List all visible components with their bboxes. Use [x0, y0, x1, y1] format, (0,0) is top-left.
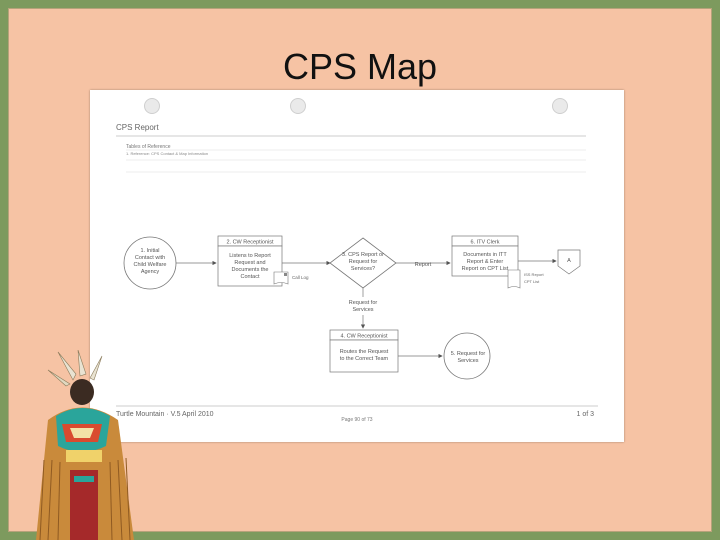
node2-line: Contact — [241, 274, 260, 280]
node5-line: 5. Request for — [451, 351, 486, 357]
node2-line: Listens to Report — [229, 253, 271, 259]
table-of-references-label: Tables of Reference — [126, 144, 171, 150]
off-page-connector: A — [557, 249, 581, 275]
call-log-label: Call Log — [292, 275, 309, 280]
punch-hole — [144, 98, 160, 114]
decision-line: Request for — [349, 259, 378, 265]
node6-line: Documents in ITT — [463, 252, 507, 258]
node4-line: to the Correct Team — [340, 356, 389, 362]
node-cw-receptionist-2: 2. CW Receptionist Listens to Report Req… — [217, 235, 283, 287]
footer-left: Turtle Mountain · V.5 April 2010 — [116, 411, 214, 418]
node4-title: 4. CW Receptionist — [340, 334, 388, 340]
node6-title: 6. ITV Clerk — [470, 240, 499, 246]
edge-request-label: Services — [352, 307, 373, 313]
node6-line: Report & Enter — [467, 259, 504, 265]
native-figure-illustration — [36, 350, 134, 540]
scanned-document: CPS Report Tables of Reference 1. Refere… — [90, 90, 624, 442]
node-initial-contact: 1. Initial Contact with Child Welfare Ag… — [123, 236, 177, 290]
node2-title: 2. CW Receptionist — [226, 240, 274, 246]
node-request-for-services: 5. Request for Services — [443, 332, 491, 380]
reference-line: 1. Reference: CPS Contact & Map Informat… — [126, 151, 208, 156]
footer-right: 1 of 3 — [576, 411, 594, 418]
output-iss-report: ISS Report — [524, 272, 544, 277]
flowchart: CPS Report Tables of Reference 1. Refere… — [116, 123, 598, 423]
decision-cps-or-request: 3. CPS Report or Request for Services? — [329, 237, 397, 289]
punch-hole — [552, 98, 568, 114]
connector-label: A — [567, 258, 571, 264]
node6-line: Report on CPT List — [462, 266, 509, 272]
node6-outputs: ISS Report CPT List — [507, 269, 544, 289]
node4-line: Routes the Request — [340, 349, 389, 355]
decision-line: 3. CPS Report or — [342, 252, 384, 258]
node1-line: Child Welfare — [134, 262, 167, 268]
edge-report-label: Report — [415, 262, 432, 268]
punch-hole — [290, 98, 306, 114]
node2-line: Request and — [234, 260, 265, 266]
node1-line: Contact with — [135, 255, 165, 261]
edge-request-label: Request for — [349, 300, 378, 306]
decision-line: Services? — [351, 266, 375, 272]
node-itv-clerk-6: 6. ITV Clerk Documents in ITT Report & E… — [451, 235, 519, 277]
node1-line: 1. Initial — [141, 248, 160, 254]
document-header: CPS Report — [116, 123, 159, 132]
node1-line: Agency — [141, 269, 160, 275]
node5-line: Services — [457, 358, 478, 364]
node2-line: Documents the — [232, 267, 269, 273]
node-cw-receptionist-4: 4. CW Receptionist Routes the Request to… — [329, 329, 399, 373]
slide-title: CPS Map — [282, 46, 438, 87]
footer-center: Page 90 of 73 — [341, 417, 372, 423]
call-log-document: Call Log — [273, 271, 309, 285]
output-cpt-list: CPT List — [524, 279, 540, 284]
